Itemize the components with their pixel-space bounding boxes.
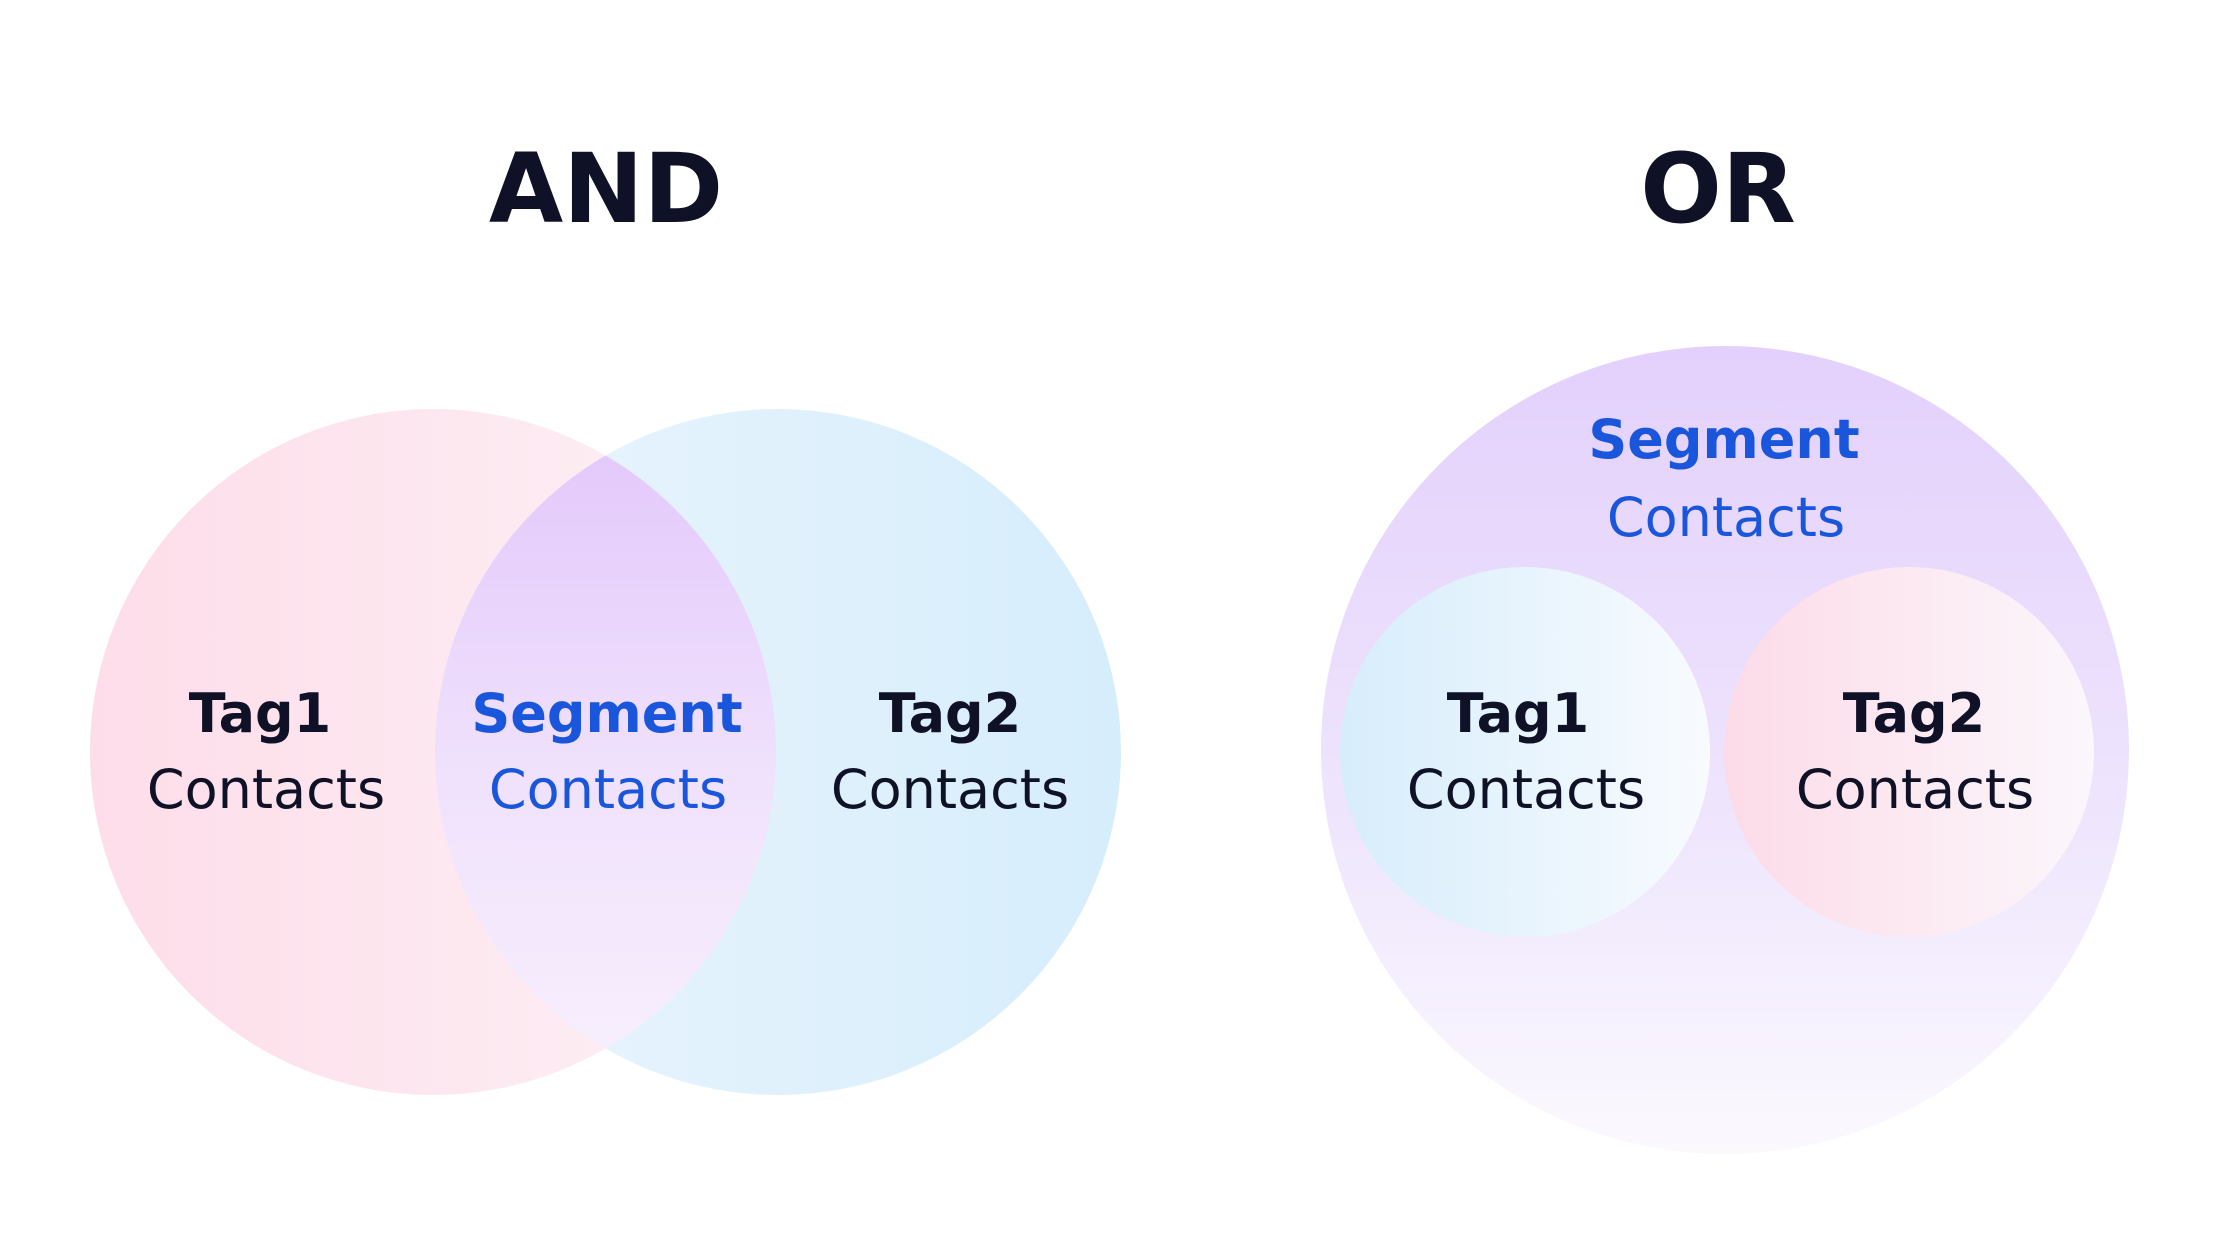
and-segment-sub: Contacts bbox=[489, 758, 727, 821]
and-tag2-sub: Contacts bbox=[831, 758, 1069, 821]
or-tag2-name: Tag2 bbox=[1843, 682, 1986, 745]
and-tag2-name: Tag2 bbox=[879, 682, 1022, 745]
and-title: AND bbox=[489, 133, 723, 245]
or-tag2-sub: Contacts bbox=[1796, 758, 2034, 821]
or-tag1-circle bbox=[1340, 567, 1710, 937]
or-segment-name: Segment bbox=[1588, 408, 1859, 471]
and-tag1-sub: Contacts bbox=[147, 758, 385, 821]
and-segment-name: Segment bbox=[471, 682, 742, 745]
or-tag2-circle bbox=[1724, 567, 2094, 937]
and-intersection-region bbox=[435, 409, 776, 1095]
or-segment-sub: Contacts bbox=[1607, 486, 1845, 549]
or-tag1-name: Tag1 bbox=[1447, 682, 1590, 745]
or-tag1-sub: Contacts bbox=[1407, 758, 1645, 821]
and-tag1-name: Tag1 bbox=[189, 682, 332, 745]
or-title: OR bbox=[1640, 133, 1796, 245]
